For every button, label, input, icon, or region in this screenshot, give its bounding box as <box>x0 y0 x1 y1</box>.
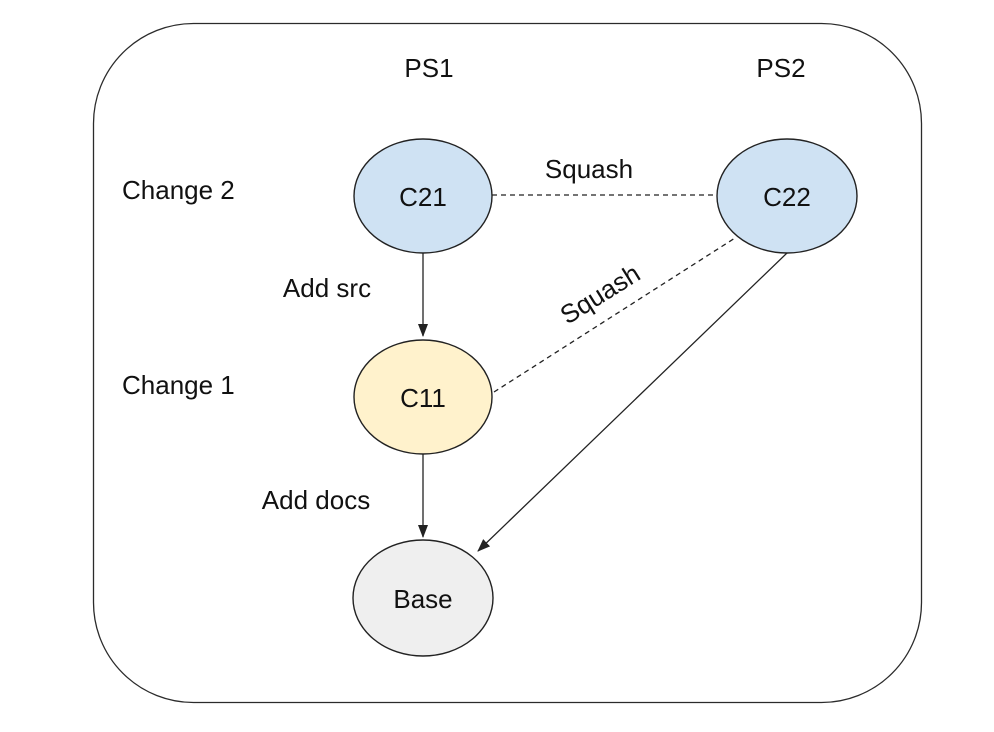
diagram-frame <box>92 22 923 704</box>
node-base: Base <box>352 539 494 657</box>
edge-label-add-src: Add src <box>283 273 371 303</box>
node-base-ellipse <box>352 539 494 657</box>
row-label-change1: Change 1 <box>122 370 235 400</box>
node-c11: C11 <box>353 339 493 455</box>
row-label-change2: Change 2 <box>122 175 235 205</box>
node-c22: C22 <box>716 138 858 254</box>
node-c22-label: C22 <box>763 182 811 212</box>
node-base-label: Base <box>393 584 452 614</box>
node-c21: C21 <box>353 138 493 254</box>
patchset-header-ps2: PS2 <box>756 53 805 83</box>
edge-squash-c11-c22 <box>493 237 736 393</box>
node-c21-ellipse <box>353 138 493 254</box>
edge-label-squash-top: Squash <box>545 154 633 184</box>
node-c21-label: C21 <box>399 182 447 212</box>
node-c11-ellipse <box>353 339 493 455</box>
node-c11-label: C11 <box>400 383 446 413</box>
edge-c22-to-base <box>477 252 788 552</box>
node-c22-ellipse <box>716 138 858 254</box>
edge-label-add-docs: Add docs <box>262 485 370 515</box>
patchset-header-ps1: PS1 <box>404 53 453 83</box>
